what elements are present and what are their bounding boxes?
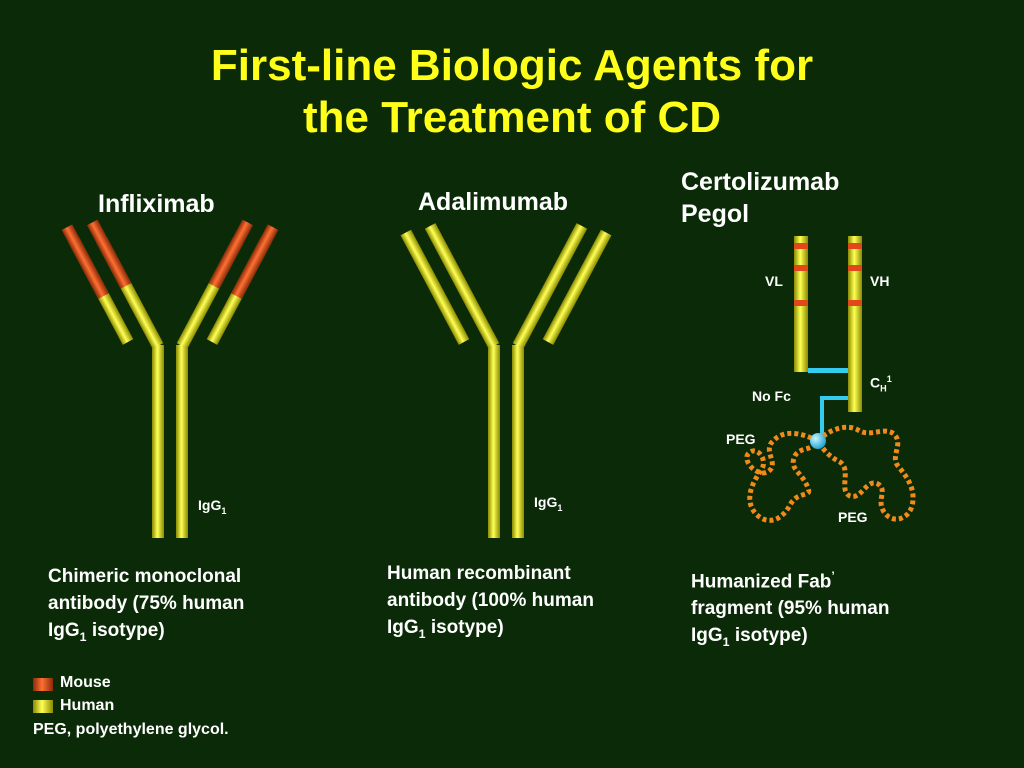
peg-chain-left [744, 430, 821, 523]
legend-footnote: PEG, polyethylene glycol. [33, 721, 229, 738]
slide-title: First-line Biologic Agents for the Treat… [0, 40, 1024, 144]
adalimumab-right-light-chain [542, 229, 612, 345]
infliximab-label: Infliximab [98, 190, 215, 218]
peg-label-1: PEG [726, 431, 756, 447]
certolizumab-name-line-1: Certolizumab [681, 168, 840, 196]
vh-label: VH [870, 273, 890, 289]
peg-label-2: PEG [838, 509, 868, 525]
certolizumab-name-line-2: Pegol [681, 200, 750, 228]
adalimumab-desc-line-2: antibody (100% human [387, 590, 594, 611]
infliximab-heavy-chain-left [152, 345, 164, 538]
mouse-swatch [33, 678, 53, 691]
peg-chain-right [815, 424, 916, 522]
infliximab-desc-line-3: IgG1 isotype) [48, 620, 165, 644]
infliximab-description: Chimeric monoclonal antibody (75% human … [48, 563, 244, 651]
vl-label: VL [765, 273, 783, 289]
infliximab-left-arm [86, 219, 164, 349]
infliximab-desc-line-1: Chimeric monoclonal [48, 566, 242, 587]
linker-node [810, 433, 826, 449]
certolizumab-desc-line-1: Humanized Fab’ [691, 569, 835, 593]
certolizumab-desc-line-2: fragment (95% human [691, 598, 890, 620]
certolizumab-description: Humanized Fab’ fragment (95% human IgG1 … [691, 563, 889, 656]
infliximab-right-arm [176, 219, 254, 349]
adalimumab-left-arm [424, 223, 500, 349]
infliximab-desc-line-2: antibody (75% human [48, 593, 245, 614]
title-line-2: the Treatment of CD [302, 93, 722, 142]
certolizumab-fab-fragment [744, 236, 916, 523]
adalimumab-desc-line-3: IgG1 isotype) [387, 617, 504, 641]
certolizumab-label: Certolizumab Pegol [681, 166, 839, 230]
infliximab-antibody [61, 219, 279, 538]
peg-linker [820, 396, 848, 438]
adalimumab-left-light-chain [400, 229, 470, 345]
adalimumab-heavy-chain-left [488, 345, 500, 538]
adalimumab-heavy-chain-right [512, 345, 524, 538]
ch1-label: CH1 [870, 374, 892, 394]
adalimumab-description: Human recombinant antibody (100% human I… [387, 560, 594, 648]
infliximab-heavy-chain-right [176, 345, 188, 538]
adalimumab-label: Adalimumab [418, 188, 569, 216]
title-line-1: First-line Biologic Agents for [210, 41, 814, 90]
no-fc-label: No Fc [752, 388, 791, 404]
adalimumab-isotype: IgG1 [534, 494, 563, 513]
adalimumab-right-arm [512, 223, 588, 349]
heavy-chain-vh [848, 236, 862, 412]
certolizumab-desc-line-3: IgG1 isotype) [691, 625, 808, 650]
infliximab-right-light-chain [206, 224, 279, 345]
infliximab-left-light-chain [61, 224, 134, 345]
legend-human: Human [60, 697, 115, 714]
adalimumab-antibody [400, 223, 612, 538]
infliximab-isotype: IgG1 [198, 497, 227, 516]
disulfide-linker [808, 368, 848, 373]
adalimumab-desc-line-1: Human recombinant [387, 563, 571, 584]
legend-mouse: Mouse [60, 674, 111, 691]
human-swatch [33, 700, 53, 713]
